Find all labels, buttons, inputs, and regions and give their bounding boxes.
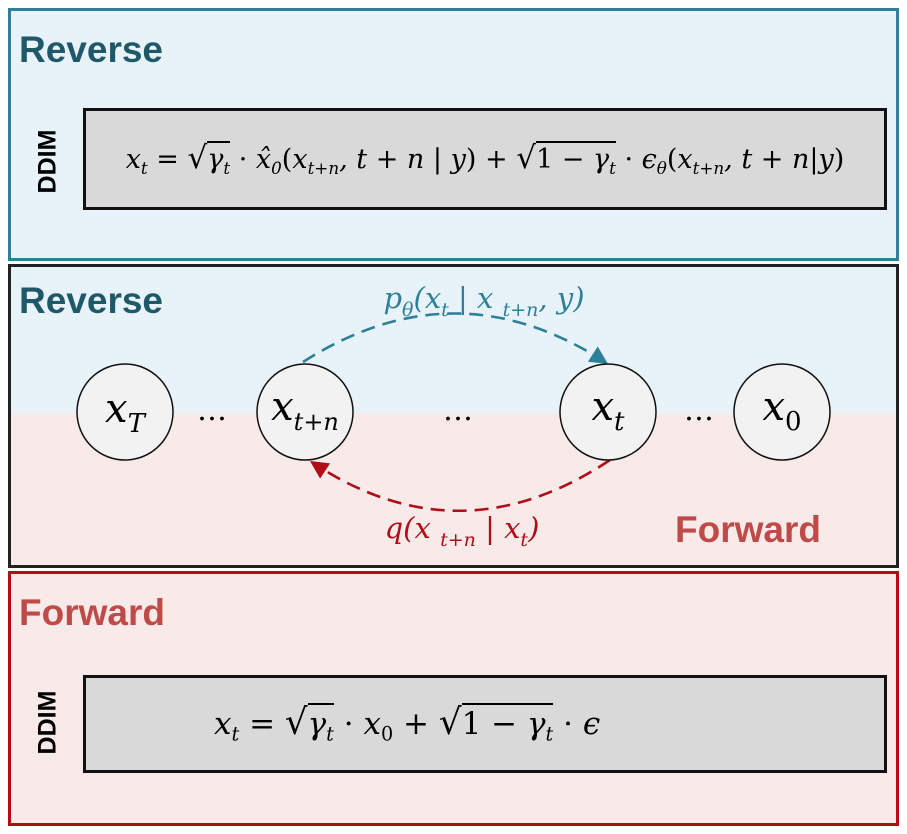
node-xT: xT [76, 363, 174, 461]
forward-heading: Forward [19, 592, 165, 633]
reverse-transition-arrow [302, 312, 609, 364]
node-xt-sub: t [614, 407, 625, 437]
ddim-label-bottom: DDIM [33, 690, 62, 755]
reverse-ddim-equation: xt = √γt · x̂0(xt+n, t + n | y) + √1 − γ… [83, 108, 887, 210]
reverse-heading: Reverse [19, 29, 164, 70]
ellipsis-3: … [684, 393, 714, 428]
chain-forward-heading: Forward [675, 509, 821, 550]
forward-transition-label: q(x t+n | xt) [385, 511, 540, 551]
svg-text:xt+n: xt+n [271, 384, 339, 436]
svg-text:x0: x0 [762, 384, 801, 437]
svg-text:xT: xT [105, 386, 147, 439]
ellipsis-1: … [197, 393, 227, 428]
node-xtn-sub: t+n [294, 408, 339, 436]
node-xt-base: x [591, 384, 614, 430]
forward-transition-arrow [309, 458, 611, 512]
node-x0: x0 [733, 363, 831, 461]
chain-reverse-heading: Reverse [19, 280, 164, 321]
reverse-transition-label: pθ(xt | x t+n, y) [383, 281, 584, 321]
node-xtn: xt+n [256, 363, 354, 461]
reverse-equation-panel: Reverse DDIM xt = √γt · x̂0(xt+n, t + n … [8, 8, 899, 261]
forward-equation-panel: Forward DDIM xt = √γt · x0 + √1 − γt · ϵ [8, 571, 899, 826]
node-x0-base: x [762, 384, 785, 430]
forward-equation-text: xt = √γt · x0 + √1 − γt · ϵ [214, 702, 601, 746]
node-xT-base: x [105, 386, 128, 432]
node-xT-sub: T [128, 409, 147, 439]
forward-ddim-equation: xt = √γt · x0 + √1 − γt · ϵ [83, 675, 887, 773]
ellipsis-2: … [443, 393, 473, 428]
reverse-equation-text: xt = √γt · x̂0(xt+n, t + n | y) + √1 − γ… [125, 140, 845, 178]
node-xt: xt [559, 363, 657, 461]
svg-text:xt: xt [591, 384, 625, 437]
node-x0-sub: 0 [785, 407, 802, 437]
node-xtn-base: x [271, 384, 294, 430]
